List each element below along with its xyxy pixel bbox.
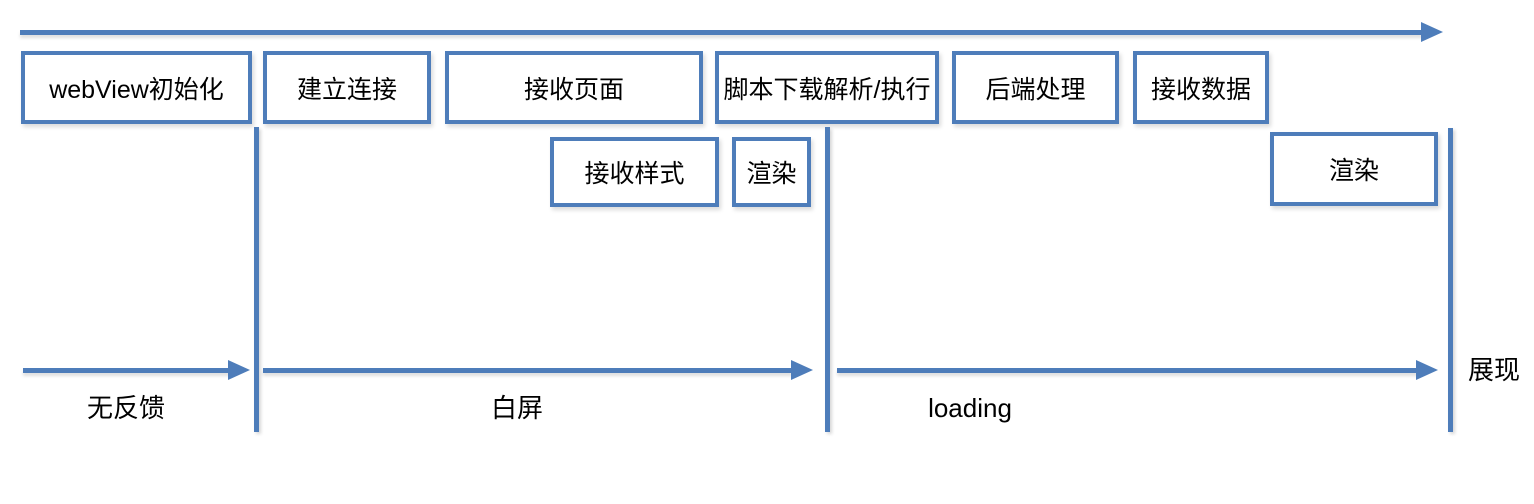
phase-label-loading: loading	[928, 393, 1012, 423]
phase-arrow-white-screen	[263, 368, 793, 373]
phase-divider-1	[254, 127, 259, 432]
arrow-head-icon	[1416, 360, 1438, 380]
main-timeline-arrow	[20, 30, 1423, 35]
arrow-head-icon	[228, 360, 250, 380]
phase-divider-3	[1448, 128, 1453, 432]
phase-label-no-feedback: 无反馈	[86, 393, 165, 423]
stage-box-receive-data: 接收数据	[1133, 51, 1269, 124]
stage-box-establish-connection: 建立连接	[263, 51, 431, 124]
stage-box-render-1: 渲染	[732, 137, 811, 207]
final-stage-label: 展现	[1467, 355, 1520, 385]
stage-box-script-download-parse-execute: 脚本下载解析/执行	[715, 51, 939, 124]
phase-label-white-screen: 白屏	[490, 393, 543, 423]
stage-box-receive-page: 接收页面	[445, 51, 703, 124]
arrow-head-icon	[1421, 22, 1443, 42]
phase-arrow-no-feedback	[23, 368, 230, 373]
stage-box-receive-styles: 接收样式	[550, 137, 719, 207]
stage-box-render-2: 渲染	[1270, 132, 1438, 206]
phase-arrow-loading	[837, 368, 1418, 373]
arrow-head-icon	[791, 360, 813, 380]
stage-box-webview-init: webView初始化	[21, 51, 252, 124]
phase-divider-2	[825, 127, 830, 432]
stage-box-backend-processing: 后端处理	[952, 51, 1119, 124]
